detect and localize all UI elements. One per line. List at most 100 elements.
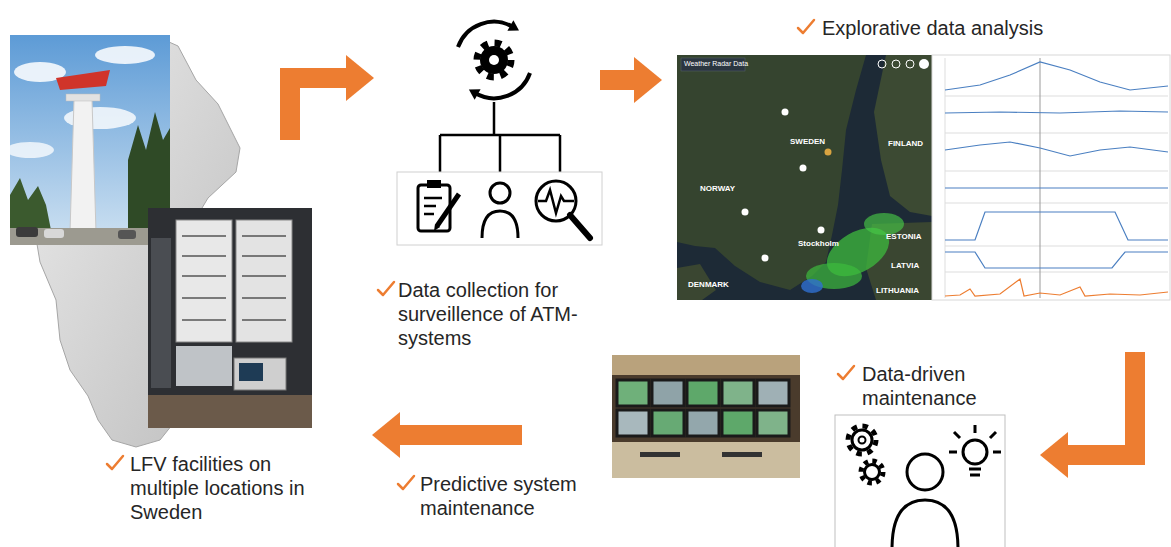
photo-monitor: [652, 380, 684, 406]
stage-label: Predictive system maintenance: [420, 472, 595, 520]
tree-lines: [440, 102, 560, 172]
map-label: LATVIA: [891, 262, 919, 271]
stage-label: Explorative data analysis: [822, 16, 1112, 40]
radar-site: [782, 109, 789, 116]
icon-box: [397, 172, 602, 245]
photo-desk: [612, 442, 800, 478]
rack-photo: [148, 208, 312, 428]
photo-monitor: [722, 410, 754, 436]
photo-shelf: [151, 238, 171, 388]
icon-box: [835, 415, 1005, 547]
map-label: SWEDEN: [790, 138, 825, 147]
chart-line: [945, 279, 1168, 296]
check-mark: [378, 282, 394, 295]
label-block: LFV facilities on multiple locations in …: [130, 452, 325, 524]
check-mark: [798, 20, 814, 33]
photo-keyboard: [722, 452, 762, 457]
gear-body: [865, 465, 880, 480]
cycle-arrow-head: [507, 20, 519, 30]
chart-line: [945, 142, 1168, 156]
check-mark: [398, 476, 414, 489]
person-head: [490, 183, 510, 203]
check-mark: [838, 366, 854, 379]
icon-ground: [448, 15, 540, 110]
chart-cursor: [1040, 58, 1041, 298]
person-body: [482, 211, 518, 238]
map-label: FINLAND: [888, 140, 923, 149]
photo-oscilloscope: [234, 358, 286, 390]
gear-teeth: [477, 43, 511, 77]
stage-label: LFV facilities on multiple locations in …: [130, 452, 325, 524]
collection-icons: [397, 172, 602, 245]
gear-body: [852, 430, 872, 450]
chart-line: [945, 252, 1168, 268]
check-marks: [107, 20, 854, 489]
radar-site: [762, 255, 769, 262]
map-water: [677, 55, 932, 300]
maintenance-icon: [835, 415, 1005, 547]
check-mark: [107, 456, 123, 469]
photo-ground: [10, 228, 170, 245]
pulse-line: [538, 190, 574, 213]
map-label: Stockholm: [798, 240, 839, 249]
person-head: [907, 454, 943, 490]
lightbulb-base: [969, 469, 981, 475]
photo-panel-lines: [182, 236, 286, 320]
photo-monitor: [617, 380, 649, 406]
map-label: Weather Radar Data: [684, 60, 748, 68]
radar-site: [800, 165, 807, 172]
radar-site: [818, 227, 825, 234]
map-tool: [878, 60, 886, 68]
map-label: ESTONIA: [886, 233, 921, 242]
clipboard-clip: [427, 180, 441, 188]
photo-tower: [70, 100, 96, 232]
magnifier-handle: [570, 215, 590, 238]
label-block: Data-driven maintenance: [862, 362, 1017, 410]
photo-cabinet: [236, 220, 292, 342]
photo-cabinet: [176, 220, 232, 342]
photo-room: [612, 355, 800, 478]
flow-arrow: [290, 78, 346, 140]
gear-teeth: [861, 461, 883, 483]
chart-line: [945, 111, 1168, 113]
flow-arrow: [1068, 352, 1135, 455]
gear-body: [480, 46, 508, 74]
stage-node: LFV facilities on multiple locations in …: [8, 140, 372, 540]
clipboard-icon: [418, 185, 450, 231]
chart-line: [945, 187, 1168, 188]
map-tool: [906, 60, 914, 68]
lightbulb-rays: [949, 425, 1001, 452]
photo-scope-screen: [239, 363, 263, 381]
photo-ceiling: [612, 355, 800, 375]
photo-monitor: [722, 380, 754, 406]
flow-arrow: [400, 425, 522, 445]
photo-monitor: [652, 410, 684, 436]
control-room-photo: [612, 355, 800, 478]
photo-monitor: [757, 380, 789, 406]
photo-platform: [66, 94, 100, 101]
analysis-screenshot: [677, 55, 1170, 300]
chart-panel: [932, 55, 1170, 300]
stage-label: Data collection for surveillence of ATM-…: [398, 278, 603, 350]
flow-arrow: [600, 70, 634, 90]
map-tool: [919, 59, 929, 69]
pencil-tip: [434, 224, 440, 231]
map-label: DENMARK: [688, 281, 729, 290]
lightbulb-icon: [963, 440, 987, 464]
photo-monitor: [687, 410, 719, 436]
photo-cloud: [10, 142, 54, 158]
radar-echo: [864, 213, 904, 235]
photo-keyboard: [640, 452, 680, 457]
map-label: NORWAY: [700, 185, 735, 194]
chart-line: [945, 62, 1168, 90]
photo-monitor: [687, 380, 719, 406]
chart-grid: [945, 58, 1168, 298]
cycle-arrow-head: [469, 89, 481, 99]
map-tool: [892, 60, 900, 68]
stage-node: Data collection for surveillence of ATM-…: [374, 12, 600, 355]
photo-sky: [10, 35, 170, 245]
photo-monitor: [617, 410, 649, 436]
clipboard-lines: [424, 198, 442, 214]
photo-unit: [176, 346, 232, 386]
connector-group: [290, 78, 1135, 455]
